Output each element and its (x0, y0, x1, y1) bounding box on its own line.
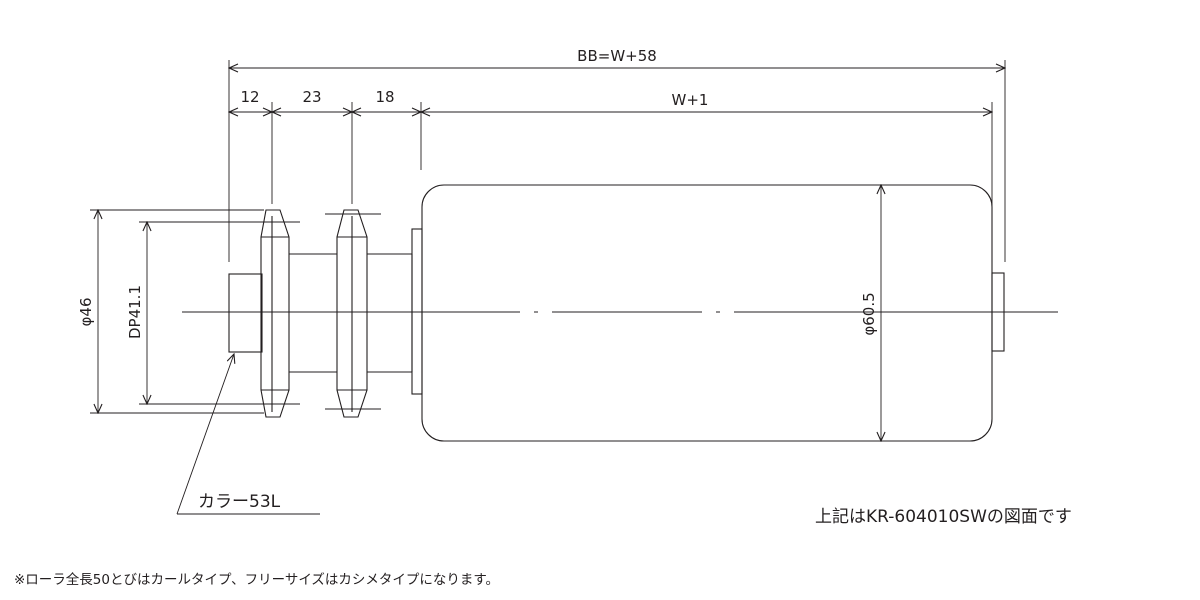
collar (228, 273, 263, 353)
roller-tube (421, 184, 993, 442)
dim-between-text: 23 (302, 88, 321, 106)
hub (367, 253, 413, 373)
dim-sprocket-dia-text: φ46 (77, 298, 95, 327)
model-caption: 上記はKR-604010SWの図面です (815, 507, 1072, 527)
collar-label: カラー53L (198, 492, 281, 512)
dim-hub-text: 18 (375, 88, 394, 106)
sprocket-left (260, 209, 290, 418)
dim-pitch-dia-text: DP41.1 (126, 285, 144, 339)
sprocket-right (336, 209, 368, 418)
extension-lines (90, 60, 1006, 414)
dim-tube-dia-text: φ60.5 (860, 292, 878, 335)
flange (411, 228, 423, 395)
dim-tube-text: W+1 (672, 91, 709, 109)
shaft-between-sprockets (289, 253, 337, 373)
footnote: ※ローラ全長50とびはカールタイプ、フリーサイズはカシメタイプになります。 (14, 572, 500, 588)
dim-overall-text: BB=W+58 (577, 47, 657, 65)
collar-leader (176, 354, 234, 515)
dim-collar-text: 12 (240, 88, 259, 106)
shaft-stub (991, 272, 1005, 352)
